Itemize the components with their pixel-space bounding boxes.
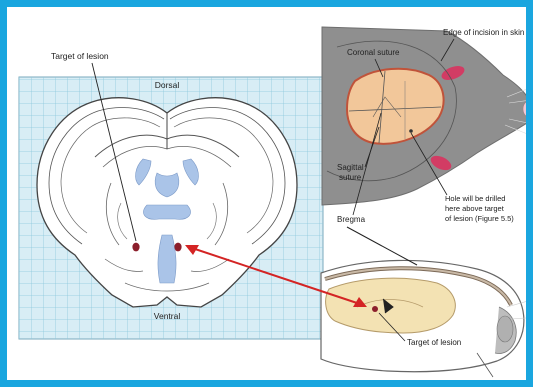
bregma-pointer-line [347,227,417,265]
third-ventricle-lower [158,235,176,283]
label-sagittal-line1: Sagittal [337,163,364,172]
label-hole-line1: Hole will be drilled [445,194,505,203]
label-coronal-suture: Coronal suture [347,48,400,57]
label-ventral: Ventral [154,311,181,321]
rat-head-sagittal-view: Target of lesion [321,260,533,377]
rat-head-dorsal-view: Edge of incision in skin Coronal suture … [322,27,533,224]
label-hole-line2: here above target [445,204,505,213]
lesion-target-left [132,243,139,252]
label-edge-of-incision: Edge of incision in skin [443,28,524,37]
label-target-of-lesion-right: Target of lesion [407,338,461,347]
drill-hole-marker [409,129,413,133]
stereotaxic-lesion-diagram: Target of lesion Dorsal Ventral Edge of … [7,7,533,387]
sagittal-lesion-target [372,306,378,312]
coronal-section-panel: Target of lesion Dorsal Ventral [19,51,323,339]
label-sagittal-line2: suture [339,173,362,182]
label-target-of-lesion-left: Target of lesion [51,51,109,61]
label-hole-line3: of lesion (Figure 5.5) [445,214,514,223]
label-dorsal: Dorsal [155,80,180,90]
label-bregma: Bregma [337,215,366,224]
lesion-target-right [174,243,181,252]
